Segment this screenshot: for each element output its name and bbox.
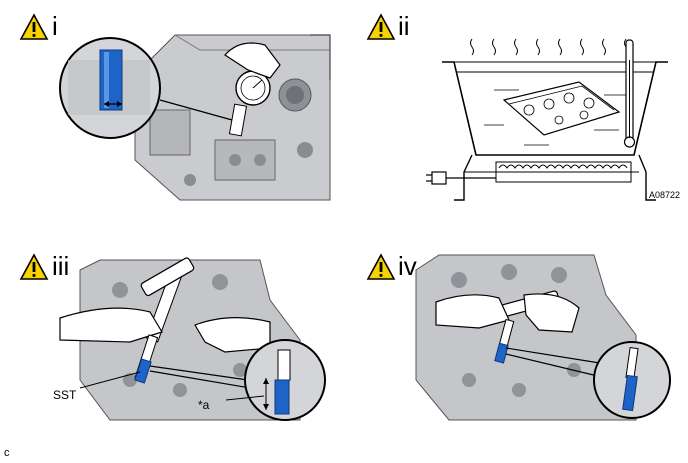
warning-triangle-icon <box>366 13 396 40</box>
panel-ii: ii <box>344 0 688 210</box>
warning-triangle-icon <box>19 13 49 40</box>
panel-i: i <box>0 0 344 210</box>
panel-numeral: iv <box>398 251 417 281</box>
figure-letter: C <box>4 447 10 459</box>
warning-triangle-icon <box>366 253 396 280</box>
callout-a: *a <box>198 398 210 412</box>
panel-iii: iii SST *a <box>0 240 344 440</box>
valve-guide-installation-illustration <box>415 254 671 421</box>
panel-numeral: i <box>52 11 58 41</box>
panel-numeral: ii <box>398 11 410 41</box>
cylinder-block-illustration <box>59 34 331 201</box>
valve-guide-removal-illustration <box>59 257 326 421</box>
illustration-code: A08722 <box>649 190 681 200</box>
panel-numeral: iii <box>52 251 70 281</box>
panel-iv: iv <box>344 240 688 440</box>
callout-sst: SST <box>53 388 77 402</box>
heating-bath-illustration <box>426 38 668 201</box>
warning-triangle-icon <box>19 253 49 280</box>
